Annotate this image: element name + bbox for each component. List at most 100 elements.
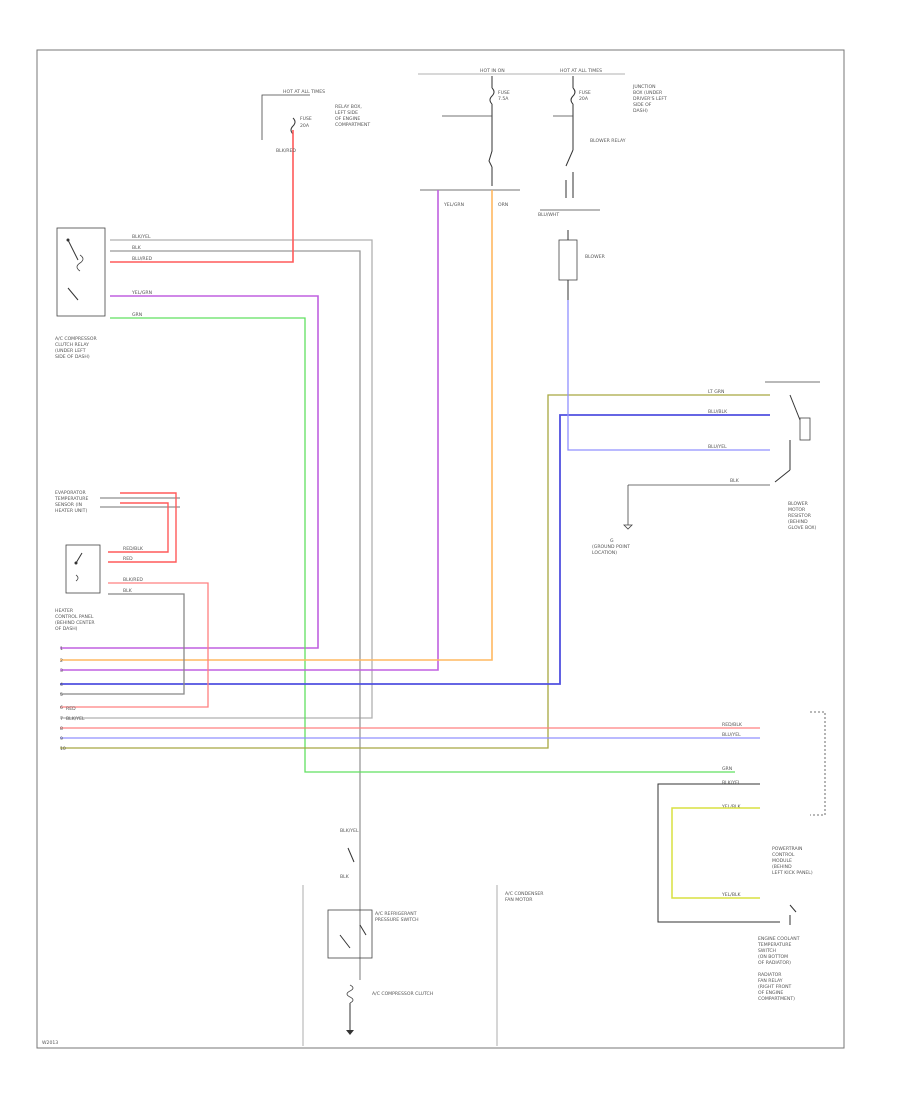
junction-box-label: BOX (UNDER — [633, 90, 663, 96]
coolant-switch: ENGINE COOLANT TEMPERATURE SWITCH (ON BO… — [757, 936, 800, 1002]
junction-box-label: SIDE OF — [633, 102, 652, 108]
wire-label: BLU/WHT — [538, 212, 559, 218]
wire-label: RED/BLK — [123, 546, 144, 552]
pin-number: 7 — [60, 716, 63, 722]
blower-relay: BLOWER RELAY BLU/WHT BLOWER — [538, 138, 626, 300]
pin-number: 1 — [60, 646, 63, 652]
wire-group-blower: LT GRN BLU/BLK BLU/YEL — [60, 300, 770, 749]
relay-box-label: COMPARTMENT — [335, 122, 370, 128]
coolant-label: TEMPERATURE — [757, 942, 791, 948]
wire-label: BLK/RED — [123, 577, 143, 583]
sensor-label: TEMPERATURE — [54, 496, 88, 502]
powertrain-control-module: GRN BLK/YEL YEL/BLK YEL/BLK POWERTRAIN C… — [657, 711, 826, 925]
pin-number: 6 — [60, 705, 63, 711]
pin-numbers: 1 2 3 4 5 6 7 8 9 10 — [60, 646, 66, 752]
coolant-label: (ON BOTTOM — [758, 954, 788, 960]
wire-label: LT GRN — [708, 389, 724, 395]
heater-control-label: (BEHIND CENTER — [55, 620, 95, 626]
heater-control-label: HEATER — [55, 608, 74, 614]
blower-motor-label: RESISTOR — [788, 513, 812, 519]
wire-lightblue — [567, 300, 770, 451]
pin-number: 10 — [60, 746, 66, 752]
wire-label: YEL/GRN — [131, 290, 152, 296]
wire-label: RED — [123, 556, 133, 562]
blower-relay-label: BLOWER RELAY — [590, 138, 626, 144]
wire-label: BLK — [340, 874, 350, 880]
wire-label: BLU/BLK — [708, 409, 728, 415]
wire-group-relay — [60, 130, 735, 980]
ground-label: G — [610, 538, 614, 544]
wire-green — [110, 317, 735, 773]
wire-label: YEL/BLK — [721, 804, 742, 810]
wire-label: BLK — [132, 245, 142, 251]
fuse-amps: 20A — [579, 96, 589, 102]
fan-relay-label: FAN RELAY — [758, 978, 783, 984]
fuse-label: FUSE — [498, 90, 510, 96]
relay-label: SIDE OF DASH) — [55, 354, 90, 360]
wire-label: YEL/BLK — [721, 892, 742, 898]
fan-relay-label: (RIGHT FRONT — [758, 984, 792, 990]
wire-label: RED — [66, 706, 76, 712]
junction-box-label: DASH) — [633, 108, 648, 114]
wire-gray-1 — [60, 239, 373, 719]
relay-label: A/C COMPRESSOR — [55, 336, 97, 342]
wire-label: BLK/RED — [276, 148, 296, 154]
pcm-label: (BEHIND — [772, 864, 792, 870]
wire-violet-2 — [60, 190, 439, 671]
blower-motor-label: GLOVE BOX) — [788, 525, 817, 531]
fan-relay-label: OF ENGINE — [758, 990, 783, 996]
pcm-label: LEFT KICK PANEL) — [772, 870, 813, 876]
relay-label: CLUTCH RELAY — [55, 342, 89, 348]
sensor-label: EVAPORATOR — [55, 490, 86, 496]
wire-label: BLU/RED — [132, 256, 152, 262]
wire-label: YEL/GRN — [443, 202, 464, 208]
wire-label: BLU/YEL — [708, 444, 727, 450]
sensor-label: SENSOR (IN — [55, 502, 82, 508]
wire-group-junction: YEL/GRN ORN — [60, 189, 520, 671]
condenser-label: FAN MOTOR — [505, 897, 533, 903]
junction-box-label: JUNCTION — [632, 84, 656, 90]
wire-red — [110, 130, 294, 263]
footer-code: W2013 — [42, 1040, 58, 1046]
wire-label: GRN — [722, 766, 732, 772]
fuse-label: FUSE — [579, 90, 591, 96]
hot-label: HOT IN ON — [480, 68, 505, 74]
wire-violet — [60, 295, 319, 649]
pressure-switch-label: A/C REFRIGERANT — [375, 911, 417, 917]
relay-label: (UNDER LEFT — [55, 348, 86, 354]
wire-blue — [60, 414, 770, 685]
wire-label: BLK — [123, 588, 133, 594]
pcm-label: POWERTRAIN — [772, 846, 802, 852]
ground-symbol — [346, 1030, 354, 1035]
pin-number: 3 — [60, 668, 63, 674]
wire-red-3 — [108, 502, 169, 553]
heater-control-label: CONTROL PANEL — [55, 614, 94, 620]
blower-motor-resistor: BLK BLOWER MOTOR RESISTOR (BEHIND GLOVE … — [592, 381, 820, 556]
fuse-block-relay-box: HOT AT ALL TIMES FUSE 20A RELAY BOX, LEF… — [261, 89, 370, 140]
wire-gray-3 — [60, 593, 185, 695]
pcm-label: CONTROL — [772, 852, 795, 858]
wire-olive — [60, 394, 770, 749]
wire-pink — [60, 582, 209, 708]
coolant-label: ENGINE COOLANT — [758, 936, 800, 942]
wire-label: BLK/YEL — [722, 780, 741, 786]
wire-group-pcm: RED/BLK BLU/YEL RED BLK/YEL — [60, 706, 760, 739]
wire-label: BLK/YEL — [66, 716, 85, 722]
fuse-amps: 7.5A — [498, 96, 509, 102]
wire-red-2 — [108, 492, 177, 563]
pin-number: 9 — [60, 736, 63, 742]
wire-label: RED/BLK — [722, 722, 743, 728]
wire-orange — [60, 190, 493, 661]
fuse-amps: 20A — [300, 123, 310, 129]
wire-yellow — [671, 807, 760, 899]
wire-gray-2 — [110, 250, 361, 980]
pin-number: 8 — [60, 726, 63, 732]
relay-box-label: LEFT SIDE — [335, 110, 358, 116]
blower-motor-label: BLOWER — [788, 501, 809, 507]
pin-number: 5 — [60, 692, 63, 698]
blower-motor-label: MOTOR — [788, 507, 806, 513]
pin-number: 4 — [60, 682, 63, 688]
hot-label: HOT AT ALL TIMES — [283, 89, 325, 95]
relay-box-label: OF ENGINE — [335, 116, 360, 122]
